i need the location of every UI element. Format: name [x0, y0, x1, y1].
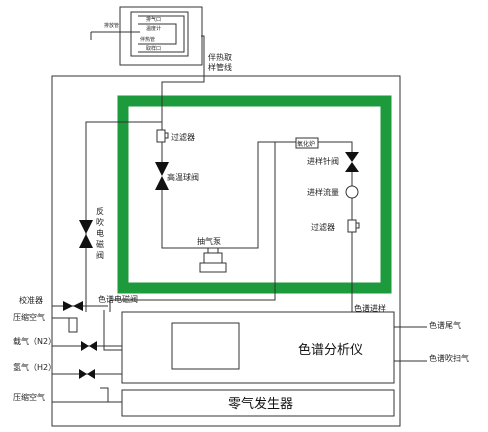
- backflush-valve-icon: [79, 220, 93, 248]
- hydrogen-label: 氢气（H2）: [13, 362, 56, 372]
- probe-label-thermometer: 温度计: [146, 25, 161, 32]
- probe-inner-box: [130, 11, 189, 57]
- sample-inlet-label: 色谱进样: [354, 303, 386, 313]
- analyzer-box: [121, 311, 395, 384]
- filter-1-cap-icon: [164, 132, 169, 139]
- needle-valve-label: 进样针阀: [307, 156, 339, 166]
- probe-label-exhaust: 排气口: [146, 16, 161, 23]
- filter-2-icon: [347, 219, 357, 233]
- carrier-gas-valve-icon: [81, 341, 97, 351]
- heat-traced-label-1: 伴: [208, 52, 216, 62]
- analyzer-title: 色谱分析仪: [298, 342, 363, 358]
- pump-label: 抽气泵: [197, 236, 221, 246]
- air-branch-line: [100, 387, 109, 402]
- inner-flow: 过滤器 高温球阀 抽气泵 氧化炉 进样针阀 进样流量 过滤器: [155, 129, 360, 312]
- filter-1-icon: [156, 129, 166, 143]
- probe-label-outlet: 排放管: [104, 22, 119, 29]
- heat-traced-label-6: 线: [224, 62, 232, 72]
- left-supplies: 反 吹 电 磁 阀 校准器 压缩空气 载气（N2） 氢气（H2） 压缩空气: [13, 121, 162, 403]
- probe-comb-outer: [138, 15, 185, 53]
- filter-2-cap-icon: [355, 222, 360, 229]
- oxidizer-label: 氧化炉: [297, 140, 315, 148]
- flow-label: 进样流量: [307, 187, 339, 197]
- probe-label-sample-port: 取样口: [146, 45, 161, 52]
- generator-box: [121, 389, 395, 417]
- flow-meter-icon: [345, 185, 359, 199]
- filter-2-label: 过滤器: [311, 222, 335, 232]
- heat-traced-label-2: 热: [216, 52, 224, 62]
- backflush-line: [85, 121, 162, 312]
- purge-gas-label: 色谱吹扫气: [429, 353, 469, 363]
- solenoid-valve-label: 色谱电磁阀: [98, 294, 138, 304]
- high-temp-valve-label: 高温球阀: [167, 172, 199, 182]
- solenoid-to-analyzer-line: [103, 310, 122, 351]
- backflush-label-3: 电: [96, 228, 104, 238]
- needle-valve-icon: [345, 152, 359, 172]
- filter-1-label: 过滤器: [171, 132, 195, 142]
- hydrogen-valve-icon: [79, 369, 95, 379]
- pipe-valve-pump-oxidizer: [161, 141, 296, 249]
- green-enclosure: [117, 95, 392, 294]
- high-temp-ball-valve-icon: [155, 162, 169, 190]
- carrier-gas-label: 载气（N2）: [13, 336, 56, 346]
- generator-title: 零气发生器: [228, 396, 293, 412]
- backflush-label-5: 阀: [96, 251, 104, 260]
- compressed-air-top-label: 压缩空气: [13, 312, 45, 322]
- backflush-label-4: 磁: [96, 239, 104, 249]
- backflush-label-1: 反: [96, 206, 104, 216]
- pump-motor-icon: [203, 252, 223, 264]
- oxidizer-box: [295, 137, 319, 149]
- heat-traced-label-4: 样: [208, 62, 216, 72]
- sampling-probe: 排气口 温度计 伴热管 取样口 排放管 伴 热 取 样 管 线: [90, 6, 232, 130]
- calibrator-valve-icon: [63, 301, 83, 311]
- compressed-air-bottom-label: 压缩空气: [13, 392, 45, 402]
- calibrator-label: 校准器: [19, 295, 43, 305]
- heat-traced-label-3: 取: [224, 53, 232, 62]
- zero-air-generator: 零气发生器: [121, 389, 395, 417]
- pipe-oxidizer-needle: [318, 141, 353, 152]
- gc-analyzer: 色谱电磁阀 色谱分析仪 色谱进样 色谱尾气 色谱吹扫气: [98, 142, 469, 384]
- air-filter-icon: [68, 317, 78, 333]
- heat-traced-label-5: 管: [216, 62, 224, 72]
- probe-comb-inner: [138, 23, 177, 45]
- pump-base-icon: [199, 262, 227, 273]
- pump-outlet-line: [109, 142, 276, 312]
- heat-traced-line: [161, 35, 205, 130]
- tail-gas-label: 色谱尾气: [429, 320, 461, 330]
- analyzer-display: [171, 322, 240, 370]
- probe-label-heat-tube: 伴热管: [140, 36, 155, 43]
- backflush-label-2: 吹: [96, 217, 104, 227]
- pump-neck-icon: [207, 247, 219, 254]
